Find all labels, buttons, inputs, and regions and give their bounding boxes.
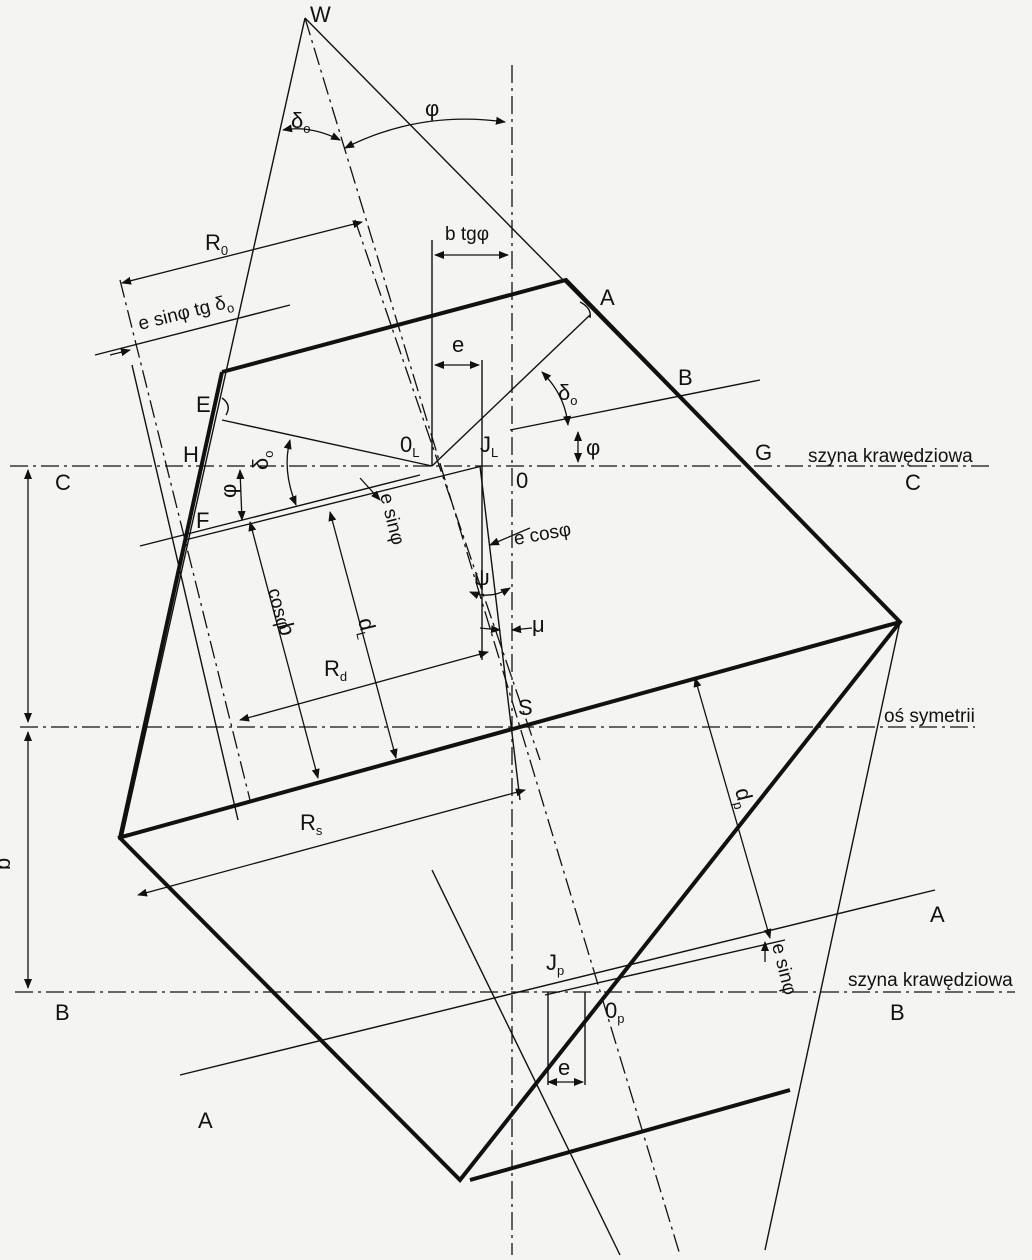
- ann-szyna-top: szyna krawędziowa: [808, 446, 973, 467]
- ann-e-sinphi-tg: e sinφ tg δo: [136, 291, 236, 338]
- right-angle-a: [579, 301, 591, 319]
- arrow-e-cos-phi: [489, 527, 531, 546]
- ann-mu: μ: [532, 612, 545, 637]
- label-c-right: C: [905, 470, 921, 495]
- label-a-left: A: [198, 1108, 213, 1133]
- label-e: E: [196, 392, 211, 417]
- ann-dl: dL: [350, 615, 382, 641]
- label-f: F: [196, 508, 209, 533]
- arc-delta-o-top: [282, 124, 341, 141]
- bottom-beam: [469, 1088, 791, 1182]
- label-jl: JL: [480, 432, 498, 460]
- bogie-frame-outline: [117, 277, 903, 1184]
- arc-mu-right: [511, 625, 533, 634]
- arc-phi-left: [236, 469, 246, 521]
- ann-e-cos-phi: e cosφ: [512, 519, 573, 550]
- line-b-top: [509, 379, 761, 431]
- arc-phi-top: [344, 116, 506, 149]
- esinphi-line-a: [94, 304, 291, 356]
- ann-rd: Rd: [324, 656, 347, 684]
- offset-line-mid: [354, 219, 541, 761]
- center-line-w-s: [304, 17, 681, 1256]
- right-angle-e: [221, 397, 229, 416]
- dim-r0: [121, 220, 363, 285]
- axis-a-a: [179, 889, 936, 1076]
- line-jp: [544, 939, 786, 996]
- ann-dp: dp: [727, 785, 759, 811]
- label-op: 0p: [605, 998, 624, 1026]
- ann-rs: Rs: [300, 810, 323, 838]
- ann-e-sin-phi-bottom: e sinφ: [767, 941, 800, 997]
- label-c-left: C: [55, 470, 71, 495]
- ann-phi-left: φ: [216, 484, 241, 498]
- ann-b-tg-phi: b tgφ: [445, 224, 489, 245]
- ann-e-sin-phi: e sinφ: [375, 491, 408, 547]
- dim-rs: [137, 788, 526, 897]
- ann-phi-top: φ: [425, 96, 439, 121]
- ann-e-bottom: e: [558, 1055, 570, 1080]
- label-w: W: [310, 2, 331, 27]
- ann-delta-o-top: δo: [291, 108, 310, 136]
- label-a-right: A: [930, 902, 945, 927]
- w-left-ray: [121, 17, 306, 839]
- line-ol-a: [431, 314, 591, 467]
- label-jp: Jp: [546, 950, 564, 978]
- line-op-lower: [431, 869, 621, 1256]
- offset-line-left: [119, 279, 251, 801]
- dim-rd: [239, 650, 489, 722]
- ann-b-cos-den: cosφ: [263, 586, 294, 632]
- dim-b-over-cosphi: [248, 521, 320, 779]
- esinphi-line-b: [131, 364, 239, 821]
- label-g: G: [755, 440, 772, 465]
- arrow-e-sin-phi: [359, 477, 381, 501]
- label-b-right: B: [890, 1000, 905, 1025]
- right-lower-line: [764, 621, 901, 1251]
- arrow-e-sin-left: [109, 348, 131, 357]
- label-b-left: B: [55, 1000, 70, 1025]
- label-s: S: [518, 695, 533, 720]
- label-o: 0: [516, 468, 528, 493]
- label-ol: 0L: [400, 432, 419, 460]
- ann-psi: ψ: [474, 565, 490, 590]
- line-f-parallel: [139, 474, 421, 547]
- arc-mu-left: [479, 625, 501, 634]
- label-a-top: A: [600, 285, 615, 310]
- ann-delta-o-left: δo: [248, 451, 276, 470]
- arc-delta-o-right: [541, 371, 572, 426]
- arc-delta-o-left: [283, 439, 297, 506]
- line-f-jl: [184, 465, 483, 541]
- ann-delta-o-right: δo: [558, 380, 577, 408]
- arc-psi: [469, 587, 511, 600]
- line-jl-s: [479, 465, 521, 801]
- ann-e-top: e: [452, 332, 464, 357]
- ann-os-symetrii: oś symetrii: [884, 706, 975, 727]
- dim-dp: [693, 677, 772, 939]
- line-e-ol: [221, 419, 433, 467]
- label-b-top: B: [678, 365, 693, 390]
- ann-szyna-bottom: szyna krawędziowa: [848, 970, 1013, 991]
- ann-r0: R0: [205, 230, 228, 258]
- label-h: H: [183, 442, 199, 467]
- ann-phi-right: φ: [586, 435, 600, 460]
- ann-b-cos-num: b: [273, 620, 300, 638]
- ann-b-side: b: [0, 858, 15, 870]
